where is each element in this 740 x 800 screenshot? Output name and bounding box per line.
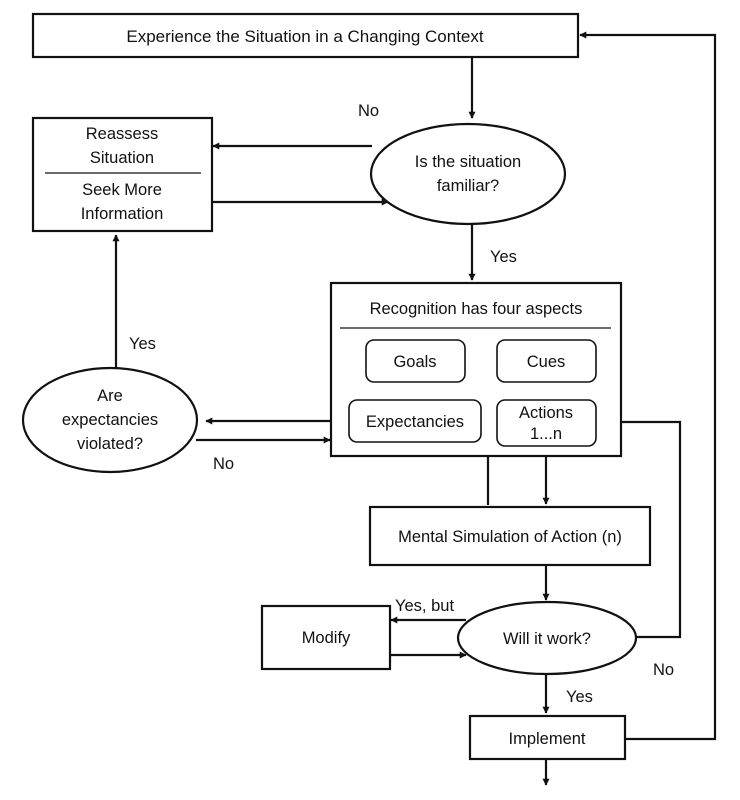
- node-simulation: Mental Simulation of Action (n): [368, 505, 652, 567]
- node-familiar-line2: familiar?: [437, 177, 499, 195]
- edge-will-work-to-actions: [597, 418, 682, 639]
- label-work-yes-but: Yes, but: [395, 597, 454, 615]
- aspect-expectancies-label: Expectancies: [366, 413, 464, 431]
- node-reassess-line1: Reassess: [86, 125, 158, 143]
- label-work-no: No: [653, 661, 674, 679]
- aspect-goals-label: Goals: [393, 353, 436, 371]
- node-familiar: Is the situation familiar?: [369, 122, 567, 226]
- node-violated-line1: Are: [97, 387, 123, 405]
- node-modify: Modify: [260, 604, 392, 671]
- node-experience: Experience the Situation in a Changing C…: [31, 12, 580, 59]
- aspect-cues: Cues: [496, 339, 597, 383]
- recognition-title: Recognition has four aspects: [370, 300, 583, 318]
- node-simulation-label: Mental Simulation of Action (n): [398, 528, 622, 546]
- label-violated-yes: Yes: [129, 335, 156, 353]
- node-violated: Are expectancies violated?: [21, 366, 199, 474]
- node-violated-line3: violated?: [77, 435, 143, 453]
- aspect-actions: Actions 1...n: [496, 399, 597, 447]
- node-will-work: Will it work?: [456, 600, 638, 676]
- label-work-yes: Yes: [566, 688, 593, 706]
- label-violated-no: No: [213, 455, 234, 473]
- edge-implement-to-experience: [579, 31, 717, 741]
- node-will-work-label: Will it work?: [503, 630, 591, 648]
- aspect-expectancies: Expectancies: [348, 399, 482, 443]
- node-implement-label: Implement: [508, 730, 585, 748]
- node-violated-line2: expectancies: [62, 411, 158, 429]
- node-reassess-line4: Information: [81, 205, 164, 223]
- node-familiar-line1: Is the situation: [415, 153, 521, 171]
- node-experience-label: Experience the Situation in a Changing C…: [126, 27, 484, 46]
- label-familiar-no: No: [358, 102, 379, 120]
- node-modify-label: Modify: [302, 629, 351, 647]
- label-familiar-yes: Yes: [490, 248, 517, 266]
- aspect-actions-line1: Actions: [519, 404, 573, 422]
- node-reassess-line2: Situation: [90, 149, 154, 167]
- node-reassess: Reassess Situation Seek More Information: [31, 116, 214, 233]
- node-implement: Implement: [468, 714, 627, 761]
- aspect-cues-label: Cues: [527, 353, 566, 371]
- aspect-goals: Goals: [365, 339, 466, 383]
- node-reassess-line3: Seek More: [82, 181, 162, 199]
- aspect-actions-line2: 1...n: [530, 425, 562, 443]
